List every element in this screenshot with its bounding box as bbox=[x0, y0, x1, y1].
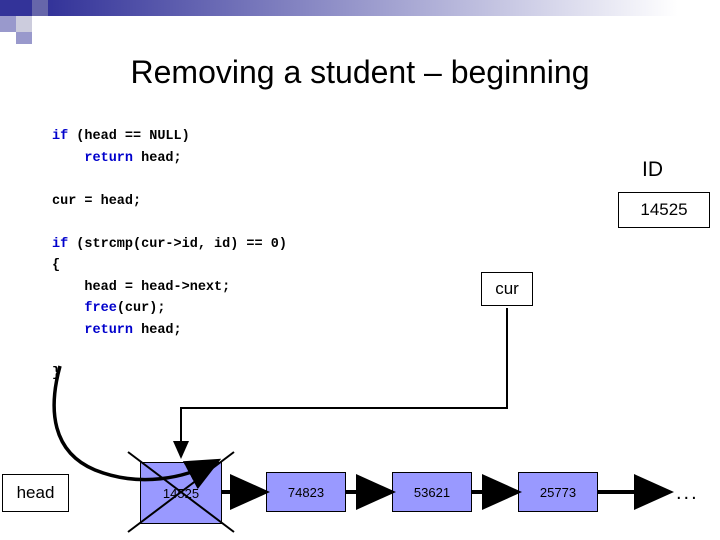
code-line bbox=[52, 212, 287, 234]
code-line: } bbox=[52, 363, 287, 385]
code-text: head; bbox=[133, 150, 182, 166]
code-text: head = head->next; bbox=[52, 279, 231, 295]
code-text: (cur); bbox=[116, 301, 166, 316]
code-line: if (head == NULL) bbox=[52, 126, 287, 148]
decoration-square bbox=[16, 32, 32, 44]
code-text: cur = head; bbox=[52, 193, 142, 209]
id-label: ID bbox=[642, 158, 663, 181]
id-value-box: 14525 bbox=[618, 192, 710, 228]
decoration-square bbox=[16, 16, 32, 32]
code-text bbox=[52, 151, 84, 166]
code-text: head; bbox=[133, 322, 182, 338]
code-line: return head; bbox=[52, 148, 287, 170]
decoration-square bbox=[0, 0, 16, 16]
code-line bbox=[52, 341, 287, 363]
code-keyword: return bbox=[84, 150, 134, 166]
code-line: return head; bbox=[52, 320, 287, 342]
list-node: 53621 bbox=[392, 472, 472, 512]
decoration-square bbox=[0, 16, 16, 32]
list-node: 25773 bbox=[518, 472, 598, 512]
decoration-square bbox=[48, 0, 678, 16]
slide-decoration bbox=[0, 0, 720, 44]
code-text bbox=[52, 301, 84, 316]
code-text bbox=[52, 323, 84, 338]
code-keyword: if bbox=[52, 129, 69, 144]
head-pointer-box: head bbox=[2, 474, 69, 512]
code-text: } bbox=[52, 365, 61, 381]
decoration-square bbox=[32, 0, 48, 16]
page-title: Removing a student – beginning bbox=[130, 54, 590, 90]
code-text: (head == NULL) bbox=[68, 129, 190, 144]
code-keyword: free bbox=[84, 301, 117, 316]
ellipsis-label: ... bbox=[676, 482, 699, 504]
code-line: free(cur); bbox=[52, 298, 287, 320]
decoration-square bbox=[16, 0, 32, 16]
code-text: { bbox=[52, 258, 61, 273]
code-line: { bbox=[52, 255, 287, 277]
cur-pointer-box: cur bbox=[481, 272, 533, 306]
code-keyword: if bbox=[52, 236, 69, 252]
list-node: 14525 bbox=[140, 462, 222, 524]
code-line: cur = head; bbox=[52, 191, 287, 213]
code-text: (strcmp(cur->id, id) == 0) bbox=[68, 236, 287, 252]
list-node: 74823 bbox=[266, 472, 346, 512]
code-line: head = head->next; bbox=[52, 277, 287, 299]
code-line: if (strcmp(cur->id, id) == 0) bbox=[52, 234, 287, 256]
code-line bbox=[52, 169, 287, 191]
code-listing: if (head == NULL) return head; cur = hea… bbox=[52, 126, 287, 384]
code-keyword: return bbox=[84, 322, 134, 338]
